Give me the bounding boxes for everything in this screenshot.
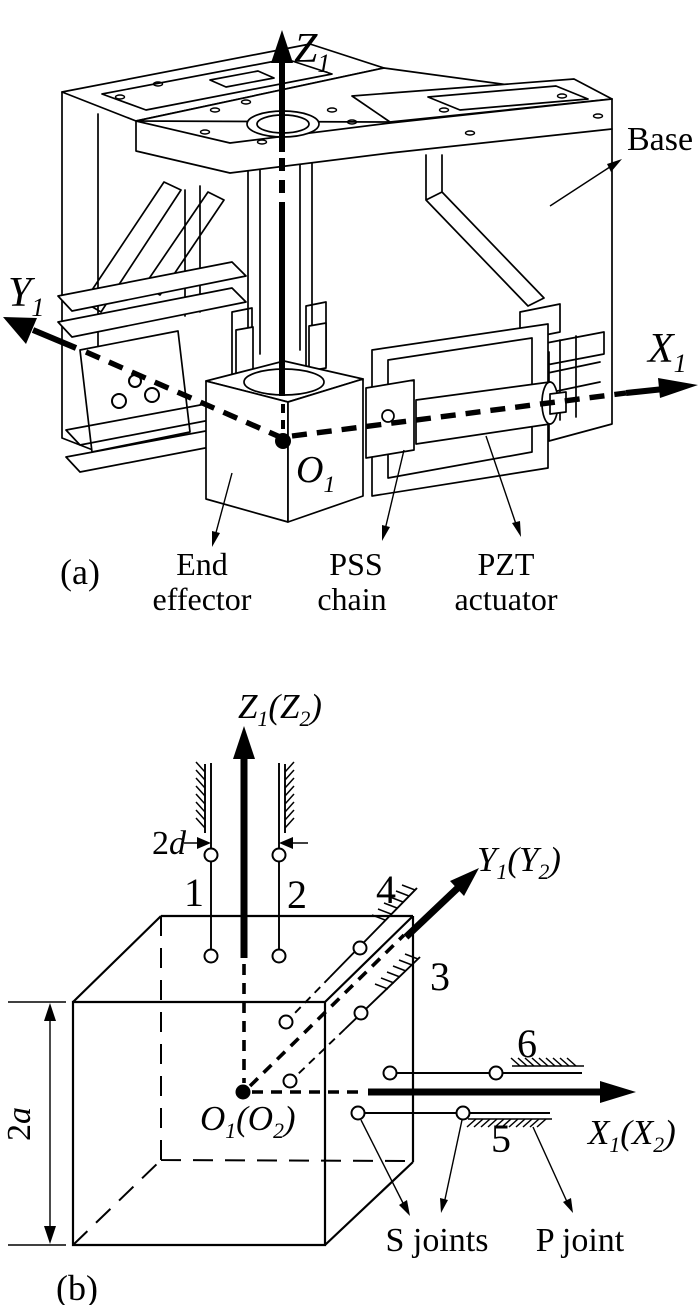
s-joint-circle xyxy=(488,1065,504,1081)
origin-label-o1o2: O1(O2) xyxy=(200,1099,296,1143)
limb-number-1: 1 xyxy=(184,870,204,915)
p-joint-hatch-limb1 xyxy=(195,761,206,829)
limbs-x xyxy=(350,1057,584,1128)
label-end-effector-1: End xyxy=(176,546,228,582)
label-p-joint: P joint xyxy=(536,1222,625,1259)
p-joint-hatch-limb5 xyxy=(466,1118,547,1128)
pss-mount-block xyxy=(365,379,415,459)
label-pzt-actuator-2: actuator xyxy=(454,581,557,617)
s-joint-circle xyxy=(271,948,287,964)
p-joint-hatch-limb6 xyxy=(510,1057,577,1067)
axis-label-z1z2: Z1(Z2) xyxy=(238,687,322,731)
top-plate xyxy=(61,43,613,174)
panel-b: Z1(Z2) Y1(Y2) X1(X2) O1(O2) 2d 2a 1 2 3 … xyxy=(1,687,676,1305)
y-arrowhead-b xyxy=(450,868,479,896)
bracket-hole xyxy=(111,393,127,409)
leader-lines-a xyxy=(212,159,622,547)
panel-a: Z1 Y1 X1 O1 Base End effector PSS chain … xyxy=(3,26,698,617)
s-joint-circle xyxy=(352,940,368,956)
cube-hidden-edges xyxy=(72,916,414,1246)
limb-number-3: 3 xyxy=(430,954,450,999)
axes-a xyxy=(3,30,698,449)
axis-label-z1: Z1 xyxy=(294,26,330,78)
limb-number-6: 6 xyxy=(517,1021,537,1066)
axis-label-y1y2: Y1(Y2) xyxy=(477,840,561,884)
label-end-effector-2: effector xyxy=(153,581,252,617)
s-joint-circle xyxy=(382,1065,398,1081)
pzt-assembly xyxy=(365,323,567,497)
label-pss-chain-2: chain xyxy=(317,581,386,617)
p-joint-hatch-limb4 xyxy=(371,884,416,921)
panel-b-tag: (b) xyxy=(56,1268,98,1305)
label-base: Base xyxy=(627,121,693,158)
origin-dot-a xyxy=(275,433,291,449)
s-joint-circle xyxy=(271,847,287,863)
x1-arrowhead xyxy=(658,378,698,398)
dimension-2a xyxy=(8,1001,66,1246)
s-joint-circle xyxy=(282,1073,298,1089)
cube-edges xyxy=(71,914,415,1247)
bracket-hole xyxy=(144,387,160,403)
s-joint-circle xyxy=(455,1105,471,1121)
limb-number-2: 2 xyxy=(287,872,307,917)
z-arrowhead-b xyxy=(233,726,255,759)
s-joint-circle xyxy=(353,1005,369,1021)
label-pzt-actuator-1: PZT xyxy=(478,546,535,582)
axes-b xyxy=(233,726,636,1103)
s-joint-circle xyxy=(278,1014,294,1030)
axis-label-x1x2: X1(X2) xyxy=(586,1113,676,1157)
y1-arrowhead xyxy=(3,317,37,344)
limbs-z xyxy=(195,761,295,964)
dim-label-2a: 2a xyxy=(1,1107,38,1141)
origin-dot-b xyxy=(235,1084,251,1100)
y-axis-hidden xyxy=(248,933,406,1088)
label-s-joints: S joints xyxy=(386,1222,489,1259)
x-arrowhead-b xyxy=(600,1081,636,1103)
dim-label-2d: 2d xyxy=(152,825,187,862)
p-joint-hatch-limb3 xyxy=(374,953,419,990)
bolt-holes xyxy=(114,81,604,145)
cube-drawing xyxy=(71,914,415,1247)
base-structure-drawing xyxy=(57,43,613,523)
panel-a-tag: (a) xyxy=(60,552,100,592)
s-joint-circle xyxy=(203,847,219,863)
right-wall xyxy=(425,128,613,442)
axis-label-x1: X1 xyxy=(646,326,687,378)
y1-axis-line xyxy=(84,349,282,440)
s-joint-circle xyxy=(350,1105,366,1121)
leader-lines-b xyxy=(360,1119,573,1216)
p-joint-hatch-limb2 xyxy=(284,761,295,829)
dimension-2d xyxy=(184,837,308,849)
limb-number-5: 5 xyxy=(491,1116,511,1161)
label-pss-chain-1: PSS xyxy=(329,546,382,582)
origin-label-o1: O1 xyxy=(296,449,335,498)
s-joint-circle xyxy=(203,948,219,964)
limbs-y xyxy=(278,884,421,1089)
z1-arrowhead xyxy=(271,30,293,63)
x1-axis-line xyxy=(291,390,627,439)
axis-label-y1: Y1 xyxy=(8,270,44,322)
limb-number-4: 4 xyxy=(376,867,396,912)
